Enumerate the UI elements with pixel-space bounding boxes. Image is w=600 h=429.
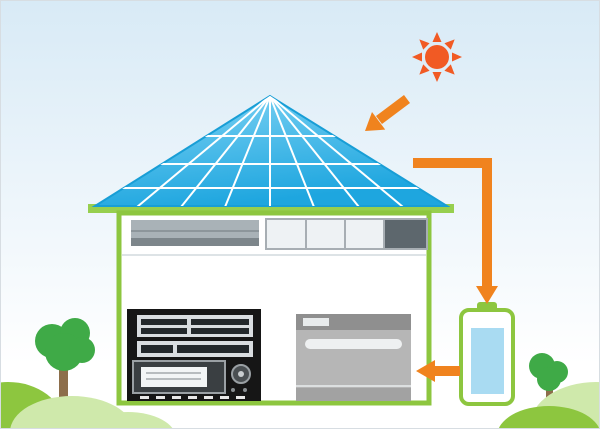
energy-flow-arrows bbox=[365, 95, 498, 382]
house bbox=[88, 94, 454, 406]
oven-knob-center bbox=[238, 371, 244, 377]
tree-canopy bbox=[69, 337, 95, 363]
tree-trunk bbox=[546, 380, 553, 404]
window-dark-pane bbox=[385, 220, 426, 248]
sun-ray bbox=[412, 52, 422, 62]
awning-base bbox=[131, 238, 259, 246]
arrow-battery-to-house bbox=[416, 360, 460, 382]
dishwasher-button bbox=[303, 318, 329, 326]
arrow-shaft bbox=[413, 158, 492, 287]
console-segment bbox=[141, 319, 187, 325]
sun-rays bbox=[412, 32, 462, 82]
tree-canopy bbox=[537, 367, 561, 391]
bushes-right bbox=[498, 382, 600, 429]
sun-ray bbox=[444, 64, 455, 75]
bushes-left bbox=[0, 382, 174, 429]
sun-core bbox=[425, 45, 449, 69]
battery-cell bbox=[471, 328, 504, 394]
sun-icon bbox=[412, 32, 462, 82]
console-button-dot bbox=[231, 388, 235, 392]
arrow-sun-to-roof bbox=[365, 95, 410, 131]
storage-battery bbox=[459, 302, 515, 406]
console-segment bbox=[191, 319, 249, 325]
sun-ray bbox=[444, 39, 455, 50]
tree-right bbox=[529, 353, 568, 404]
dishwasher-kickplate bbox=[296, 388, 411, 401]
console-segment bbox=[177, 345, 249, 353]
sun-ray bbox=[452, 52, 462, 62]
console-vents bbox=[140, 396, 245, 399]
console-segment bbox=[141, 345, 173, 353]
arrow-head bbox=[476, 286, 498, 304]
console-segment bbox=[141, 328, 187, 334]
bush bbox=[82, 412, 174, 429]
balcony-awning bbox=[131, 220, 259, 246]
sun-ray bbox=[419, 64, 430, 75]
bush bbox=[498, 406, 600, 429]
tree-left bbox=[35, 318, 95, 403]
kitchen-console bbox=[127, 309, 261, 401]
sun-ray bbox=[432, 72, 442, 82]
arrow-roof-to-battery bbox=[413, 158, 498, 304]
sun-ray bbox=[419, 39, 430, 50]
sun-ray bbox=[432, 32, 442, 42]
upstairs-windows bbox=[265, 218, 428, 250]
arrow-shaft bbox=[376, 95, 410, 124]
roof-eave bbox=[88, 204, 454, 213]
arrow-head bbox=[365, 112, 386, 131]
tree-trunk bbox=[59, 356, 68, 403]
console-segment bbox=[191, 328, 249, 334]
console-button-dot bbox=[243, 388, 247, 392]
dishwasher-slot bbox=[305, 339, 402, 349]
arrow-head bbox=[416, 360, 435, 382]
dishwasher bbox=[296, 314, 411, 401]
oven-window bbox=[141, 367, 207, 387]
